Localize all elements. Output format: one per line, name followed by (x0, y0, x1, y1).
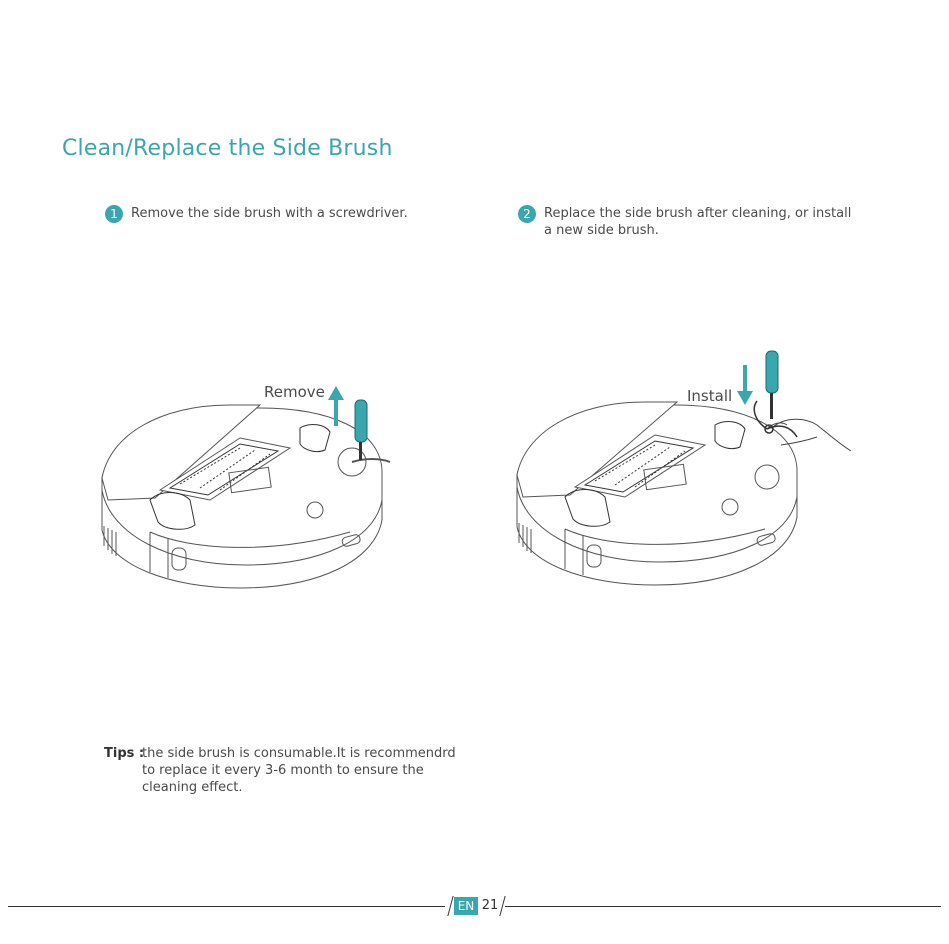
slash-divider (447, 896, 453, 916)
step-number-badge: 1 (105, 205, 123, 223)
robot-vacuum-remove-illustration (90, 350, 410, 600)
footer-rule-left (8, 906, 445, 907)
step-number-badge: 2 (518, 205, 536, 223)
step-text: Remove the side brush with a screwdriver… (131, 205, 408, 222)
page-number: 21 (480, 897, 500, 915)
tips-text: the side brush is consumable.It is recom… (142, 745, 472, 796)
page-title: Clean/Replace the Side Brush (62, 136, 393, 161)
robot-vacuum-install-illustration (505, 345, 855, 600)
tips-label: Tips : (104, 746, 144, 761)
tips-note: Tips : the side brush is consumable.It i… (104, 745, 484, 762)
language-tag: EN (454, 897, 478, 915)
remove-label: Remove (264, 383, 325, 401)
footer-rule-right (505, 906, 941, 907)
step-text: Replace the side brush after cleaning, o… (544, 205, 854, 239)
install-label: Install (687, 387, 732, 405)
